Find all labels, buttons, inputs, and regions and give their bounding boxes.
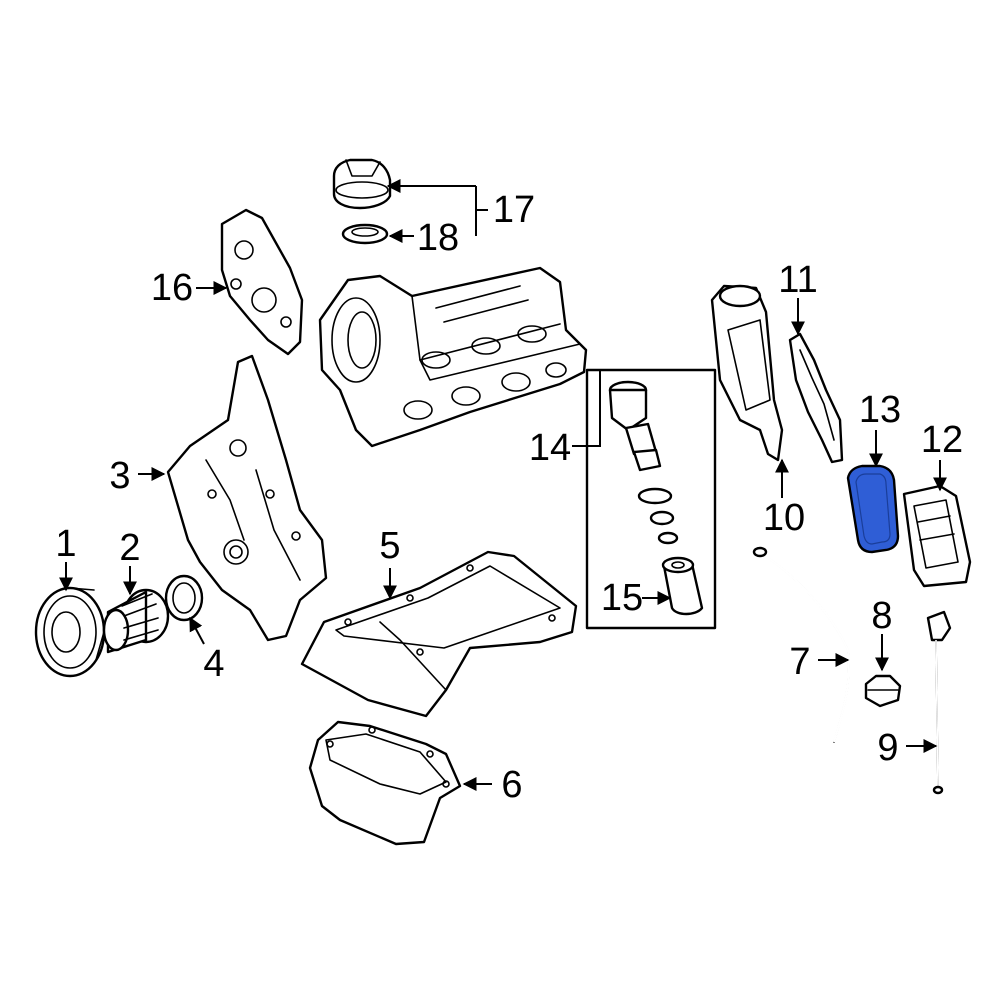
callout-8: 8 (871, 595, 892, 637)
filter-cap-o-rings[interactable] (637, 487, 679, 545)
dipstick-tube[interactable] (752, 546, 850, 743)
callout-2: 2 (119, 527, 140, 569)
callout-16: 16 (151, 267, 193, 309)
dipstick-grommet[interactable] (864, 674, 902, 708)
callout-3: 3 (109, 455, 130, 497)
front-crank-seal[interactable] (164, 574, 204, 622)
leader-lines (59, 179, 947, 791)
upper-oil-pan[interactable] (300, 550, 578, 718)
highlighted-gasket[interactable] (846, 464, 900, 554)
oil-filler-cap[interactable] (332, 158, 392, 210)
callout-18: 18 (417, 217, 459, 259)
oil-cooler[interactable] (902, 484, 972, 588)
balancer-hub[interactable] (102, 588, 170, 654)
callout-6: 6 (501, 764, 522, 806)
callout-7: 7 (789, 641, 810, 683)
callout-17: 17 (493, 189, 535, 231)
callout-5: 5 (379, 525, 400, 567)
callout-4: 4 (203, 643, 224, 685)
cap-seal-ring[interactable] (341, 223, 389, 245)
crankshaft-pulley[interactable] (34, 586, 106, 678)
callout-9: 9 (877, 727, 898, 769)
callout-1: 1 (55, 523, 76, 565)
oil-filter-element[interactable] (661, 556, 704, 616)
callout-15: 15 (601, 577, 643, 619)
front-cover-plate[interactable] (220, 208, 304, 356)
oil-filter-cap[interactable] (608, 380, 662, 472)
callout-11: 11 (778, 259, 817, 301)
callout-10: 10 (763, 497, 805, 539)
callout-13: 13 (859, 389, 901, 431)
callout-labels: 1 2 3 4 5 6 7 8 9 10 11 12 13 14 15 16 1… (55, 189, 963, 806)
oil-cooler-housing[interactable] (710, 284, 784, 462)
engine-block[interactable] (318, 266, 588, 448)
cooler-gasket[interactable] (788, 332, 844, 464)
callout-12: 12 (921, 419, 963, 461)
dipstick[interactable] (926, 610, 952, 795)
lower-oil-pan[interactable] (308, 720, 462, 846)
timing-cover[interactable] (166, 354, 328, 642)
callout-14: 14 (529, 427, 571, 469)
